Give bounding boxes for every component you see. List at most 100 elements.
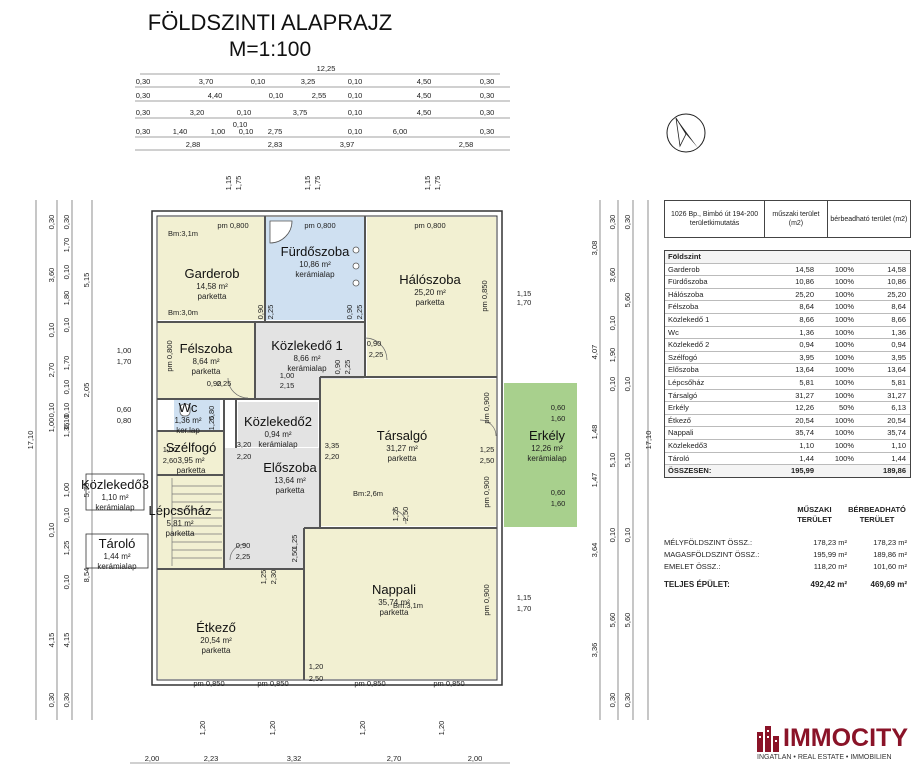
door-dimension: 1,00: [280, 371, 295, 380]
room-name-erkely: Erkély: [529, 428, 566, 443]
dim-top-row4: 0,10: [239, 127, 254, 136]
room-name-garderob: Garderob: [185, 266, 240, 281]
room-name-haloszoba: Hálószoba: [399, 272, 461, 287]
dim-left-col2: 4,15: [62, 633, 71, 648]
dim-right-outer: 17,10: [644, 431, 653, 450]
table-cell: Nappali: [668, 428, 694, 438]
table-cell: 100%: [834, 264, 854, 274]
table-cell: 25,20: [887, 289, 906, 299]
dim-right-col1: 1,48: [590, 425, 599, 440]
table-cell: [764, 251, 814, 263]
dim-left-col2: 1,70: [62, 238, 71, 253]
table-cell: ÖSSZESEN:: [668, 466, 712, 476]
table-cell: 8,64: [799, 302, 814, 312]
door-dimension: 0,90: [207, 379, 222, 388]
dim-top-row1: 4,50: [417, 77, 432, 86]
table-cell: 100%: [834, 390, 854, 400]
north-arrow-icon: [666, 113, 706, 153]
logo-building-icon: [757, 726, 779, 752]
totals-cell: 195,99 m²: [813, 550, 847, 559]
dim-right-col1: 3,36: [590, 643, 599, 658]
table-cell: 8,64: [891, 302, 906, 312]
dim-top-row4: 0,10: [348, 127, 363, 136]
table-cell: 100%: [834, 277, 854, 287]
table-cell: Hálószoba: [668, 289, 704, 299]
dim-right-col3: 5,60: [623, 613, 632, 628]
room-area-eloszoba: 13,64 m²: [274, 476, 306, 485]
totals-cell: 178,23 m²: [813, 538, 847, 547]
dim-left-col2: 0,10: [62, 575, 71, 590]
dim-right-col2: 1,90: [608, 348, 617, 363]
dim-left-col3: 5,15: [82, 273, 91, 288]
room-name-kozlekedo2: Közlekedő2: [244, 414, 312, 429]
door-dimension: 0,60: [551, 403, 566, 412]
door-dimension: 2,50: [290, 548, 299, 563]
table-cell: 13,64: [795, 365, 814, 375]
room-floor-nappali: parketta: [380, 608, 409, 617]
door-dimension: 3,20: [237, 440, 252, 449]
parapet-bottom: pm 0,850: [354, 679, 385, 688]
door-dimension: 0,60: [551, 488, 566, 497]
dim-left-col2: 1,00: [62, 483, 71, 498]
window-mark-top: 1,15: [303, 176, 312, 191]
bathroom-fixtures: [179, 220, 360, 417]
table-cell: [814, 251, 854, 263]
area-table-title: 1026 Bp., Bimbó út 194-200 területkimuta…: [665, 201, 766, 237]
room-tarsalgo: [321, 379, 496, 526]
table-cell: Közlekedő3: [668, 440, 708, 450]
table-cell: 14,58: [887, 264, 906, 274]
door-dimension: 0,90: [333, 360, 342, 375]
dim-top-row5: 2,58: [459, 140, 474, 149]
parapet-top: pm 0,800: [414, 221, 445, 230]
table-cell: Közlekedő 1: [668, 314, 710, 324]
room-floor-kozlekedo3: kerámialap: [95, 503, 135, 512]
door-dimension: 2,20: [325, 452, 340, 461]
totals-cell: MÉLYFÖLDSZINT ÖSSZ.:: [664, 538, 753, 547]
table-cell: 1,10: [891, 440, 906, 450]
room-kozlekedo2: [238, 402, 318, 447]
room-area-tarolo: 1,44 m²: [103, 552, 130, 561]
dim-top-row2: 0,30: [136, 91, 151, 100]
door-swings: [227, 337, 497, 561]
table-cell: Közlekedő 2: [668, 340, 710, 350]
door-dimension: 0,90: [367, 339, 382, 348]
dim-top-row3: 0,10: [237, 108, 252, 117]
dim-right-col2: 0,10: [608, 377, 617, 392]
window-mark-top: 1,15: [224, 176, 233, 191]
room-floor-tarsalgo: parketta: [388, 454, 417, 463]
room-name-eloszoba: Előszoba: [263, 460, 317, 475]
logo-name: IMMOCITY: [783, 724, 908, 752]
dim-right-col3: 0,30: [623, 693, 632, 708]
room-name-etkezo: Étkező: [196, 620, 236, 635]
parapet-side: pm 0,900: [482, 476, 491, 507]
room-lepcsohaz: [158, 476, 224, 568]
dim-top-row4-extra: 0,10: [233, 120, 248, 129]
dim-top-row2: 2,55: [312, 91, 327, 100]
room-floor-felszoba: parketta: [192, 367, 221, 376]
dim-top-row1: 3,70: [199, 77, 214, 86]
dim-top-row2: 0,30: [480, 91, 495, 100]
room-area-erkely: 12,26 m²: [531, 444, 563, 453]
room-name-nappali: Nappali: [372, 582, 416, 597]
door-dimension: 1,25: [259, 570, 268, 585]
dim-bottom: 2,23: [204, 754, 219, 763]
plan-title: FÖLDSZINTI ALAPRAJZ: [147, 10, 393, 35]
dim-left-col3: 8,54: [82, 568, 91, 583]
dim-left-col2: 0,30: [62, 693, 71, 708]
dim-right-col3: 0,30: [623, 215, 632, 230]
room-etkezo: [158, 570, 303, 679]
table-cell: Félszoba: [668, 302, 699, 312]
room-name-furdoszoba: Fürdőszoba: [281, 244, 350, 259]
table-cell: Tároló: [668, 453, 690, 463]
